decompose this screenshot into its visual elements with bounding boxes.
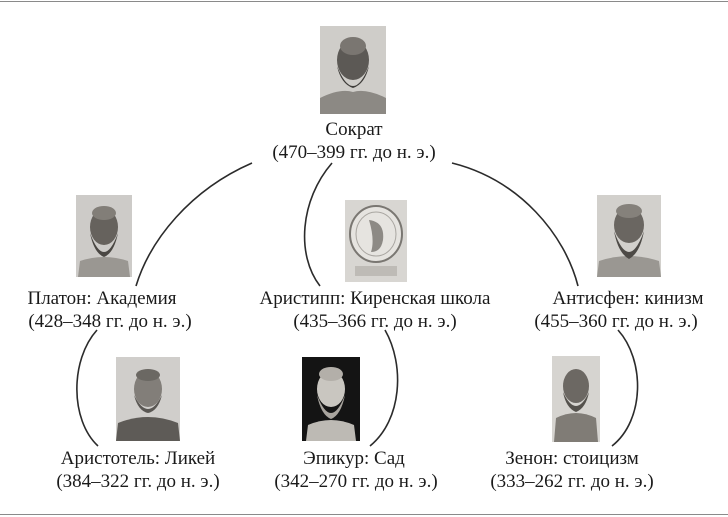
socrates-name: Сократ <box>325 119 383 140</box>
zeno-bust-icon <box>552 356 600 442</box>
antisthenes-name: Антисфен: кинизм <box>552 288 704 309</box>
aristotle-dates: (384–322 гг. до н. э.) <box>56 471 220 492</box>
epicurus-dates: (342–270 гг. до н. э.) <box>274 471 438 492</box>
zeno-name: Зенон: стоицизм <box>505 448 639 469</box>
epicurus-name: Эпикур: Сад <box>303 448 405 469</box>
link-socrates-aristippus <box>303 162 333 287</box>
bottom-rule <box>0 514 728 515</box>
plato-bust-icon <box>76 195 132 277</box>
antisthenes-bust-icon <box>597 195 661 277</box>
aristippus-name: Аристипп: Киренская школа <box>259 288 491 309</box>
socrates-bust-icon <box>320 26 386 114</box>
socrates-dates: (470–399 гг. до н. э.) <box>272 142 436 163</box>
link-aristippus-epicurus <box>369 329 399 447</box>
aristotle-name: Аристотель: Ликей <box>60 448 216 469</box>
zeno-dates: (333–262 гг. до н. э.) <box>490 471 654 492</box>
link-socrates-antisthenes <box>451 162 579 287</box>
antisthenes-dates: (455–360 гг. до н. э.) <box>534 311 698 332</box>
aristippus-medallion-icon <box>345 200 407 282</box>
link-socrates-plato <box>135 162 253 287</box>
link-antisthenes-zeno <box>611 329 639 447</box>
plato-dates: (428–348 гг. до н. э.) <box>28 311 192 332</box>
aristippus-dates: (435–366 гг. до н. э.) <box>293 311 457 332</box>
top-rule <box>0 1 728 2</box>
link-plato-aristotle <box>76 329 99 447</box>
epicurus-bust-icon <box>302 357 360 441</box>
aristotle-bust-icon <box>116 357 180 441</box>
plato-name: Платон: Академия <box>27 288 177 309</box>
